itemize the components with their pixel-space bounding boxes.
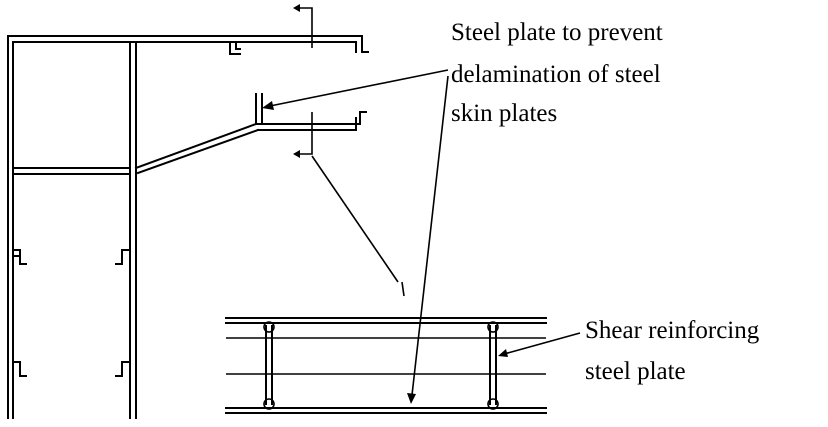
mid-slab	[12, 167, 131, 175]
arrowhead-icon	[407, 393, 416, 404]
shear-plate-left	[263, 321, 275, 410]
sandwich-panel-detail	[225, 317, 547, 414]
inner-column	[129, 41, 137, 419]
outer-left-wall	[7, 35, 14, 419]
arrowhead-icon	[498, 349, 508, 357]
delamination-plate	[255, 93, 263, 125]
delamination-label-line3: skin plates	[451, 100, 558, 127]
top-slab	[7, 35, 369, 53]
sloped-plate	[134, 122, 260, 175]
leader-shear	[498, 332, 581, 357]
top-slab-stiffener	[229, 41, 241, 55]
section-cut-mark-top	[293, 4, 313, 48]
leader-delamination	[262, 69, 449, 404]
delamination-label-line2: delamination of steel	[451, 61, 661, 88]
wall-stiffeners	[12, 249, 131, 377]
arrowhead-icon	[262, 101, 274, 110]
shear-label-line2: steel plate	[585, 358, 686, 385]
shear-plate-right	[487, 321, 499, 410]
upper-right-slab	[255, 111, 367, 131]
delamination-label-line1: Steel plate to prevent	[451, 19, 663, 46]
section-cut-mark-mid	[293, 112, 405, 297]
shear-label-line1: Shear reinforcing	[585, 317, 760, 344]
